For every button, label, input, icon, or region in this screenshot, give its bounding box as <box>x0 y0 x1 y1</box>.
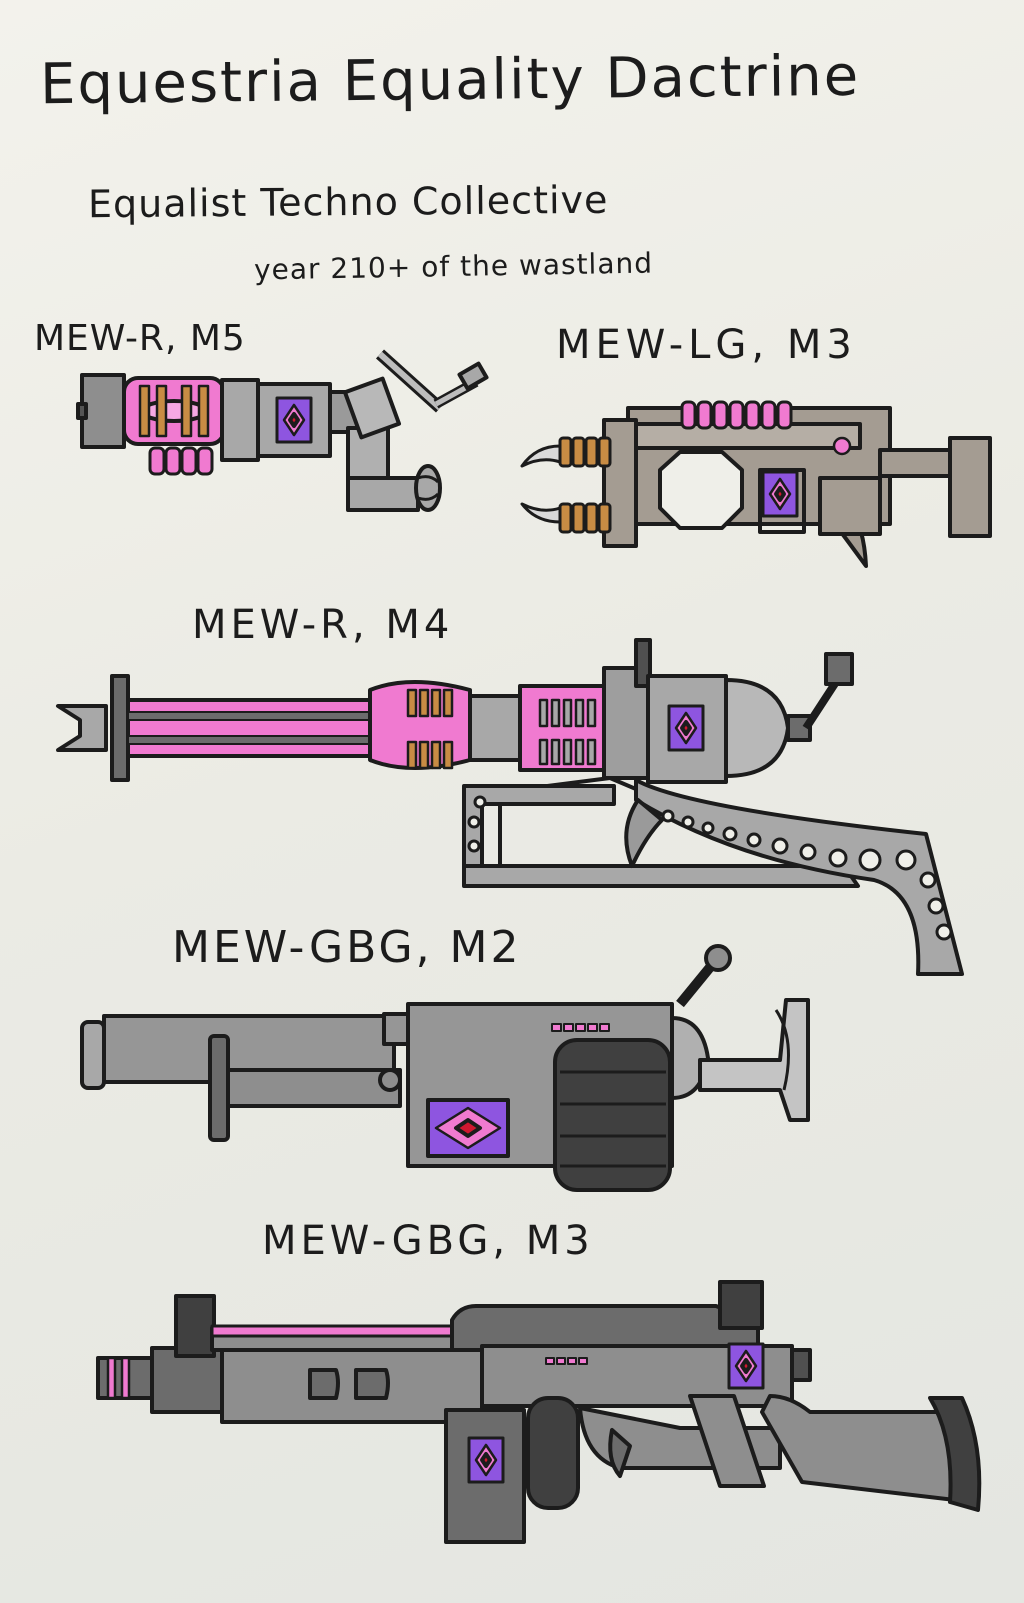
weapon-label-mew-gbg-m3: MEW-GBG, M3 <box>262 1218 594 1264</box>
weapon-label-mew-lg-m3: MEW-LG, M3 <box>556 322 857 368</box>
weapon-label-mew-r-m5: MEW-R, M5 <box>34 318 246 359</box>
weapon-mew-gbg-m2 <box>80 944 810 1192</box>
weapon-mew-r-m5 <box>76 349 489 512</box>
weapon-mew-gbg-m3 <box>96 1280 982 1544</box>
weapon-label-mew-gbg-m2: MEW-GBG, M2 <box>172 922 522 973</box>
weapon-mew-r-m4 <box>56 638 964 976</box>
weapon-label-mew-r-m4: MEW-R, M4 <box>192 602 454 648</box>
weapon-mew-lg-m3 <box>520 400 992 568</box>
